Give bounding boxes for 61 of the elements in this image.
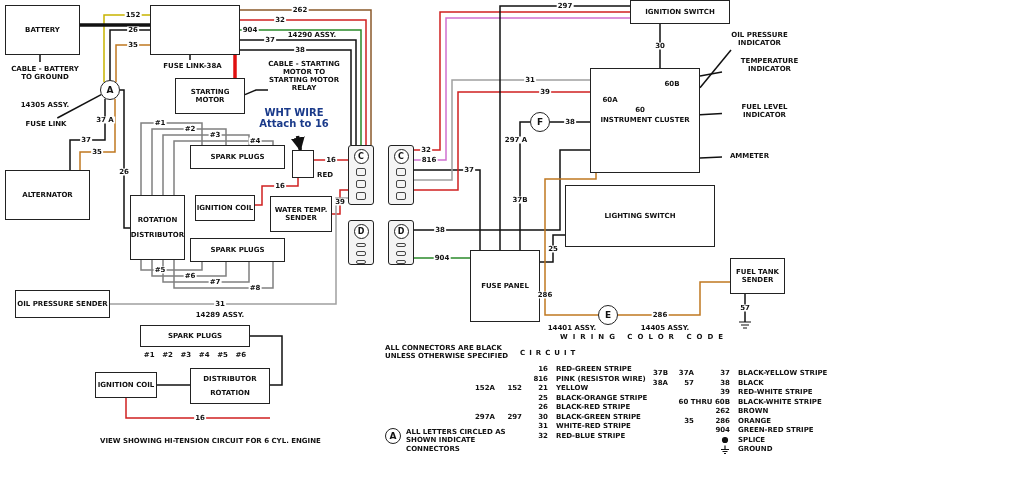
wire xyxy=(69,97,106,171)
connector-block xyxy=(348,220,374,265)
wire xyxy=(125,397,271,419)
wire xyxy=(413,149,591,231)
wire xyxy=(162,259,250,283)
wire xyxy=(549,121,591,123)
wire xyxy=(162,134,250,196)
wire xyxy=(539,234,566,263)
connector-circle: F xyxy=(530,112,550,132)
leader-line xyxy=(699,156,723,159)
wire xyxy=(617,281,731,316)
distributor-box xyxy=(130,195,185,260)
wire xyxy=(109,197,349,305)
wire xyxy=(156,384,191,386)
connector-block xyxy=(388,220,414,265)
wire xyxy=(254,177,299,206)
connector-letter: C xyxy=(353,149,369,164)
wire xyxy=(249,335,283,386)
connector-block xyxy=(348,145,374,205)
wire xyxy=(499,5,631,251)
wire xyxy=(544,172,599,316)
connector-block xyxy=(388,145,414,205)
wire xyxy=(413,79,591,181)
leader-line xyxy=(56,93,102,119)
wire xyxy=(173,259,274,289)
leader-line xyxy=(39,54,41,63)
wire xyxy=(744,293,746,323)
arrow xyxy=(290,135,305,152)
wire xyxy=(331,189,349,215)
leader-line xyxy=(244,89,269,96)
wire xyxy=(151,128,227,196)
connector-circle: A xyxy=(100,80,120,100)
wire xyxy=(115,44,151,83)
leader-line xyxy=(699,49,732,89)
distributor-box xyxy=(190,368,270,404)
wire xyxy=(109,29,151,81)
wire xyxy=(173,140,274,196)
leader-line xyxy=(699,112,723,116)
wire xyxy=(659,23,661,69)
wire xyxy=(103,14,151,83)
connector-circle: E xyxy=(598,305,618,325)
connector-letter: D xyxy=(353,224,369,239)
wire xyxy=(140,122,203,196)
leader-line xyxy=(699,71,723,77)
wire xyxy=(413,169,481,251)
annotation-text: WHT WIRE Attach to 16 xyxy=(258,100,330,136)
wire xyxy=(413,257,471,259)
wire xyxy=(519,121,531,251)
wire xyxy=(233,55,237,78)
wire xyxy=(119,89,131,229)
connector-circle: A xyxy=(385,428,401,444)
wire xyxy=(140,259,203,271)
wire xyxy=(413,91,591,191)
connector-block xyxy=(292,150,314,178)
connector-letter: C xyxy=(393,149,409,164)
leader-line xyxy=(189,54,191,61)
connector-letter: D xyxy=(393,224,409,239)
wire xyxy=(79,97,116,171)
relay-box xyxy=(150,5,240,55)
wire xyxy=(151,259,227,277)
wire xyxy=(80,23,150,27)
